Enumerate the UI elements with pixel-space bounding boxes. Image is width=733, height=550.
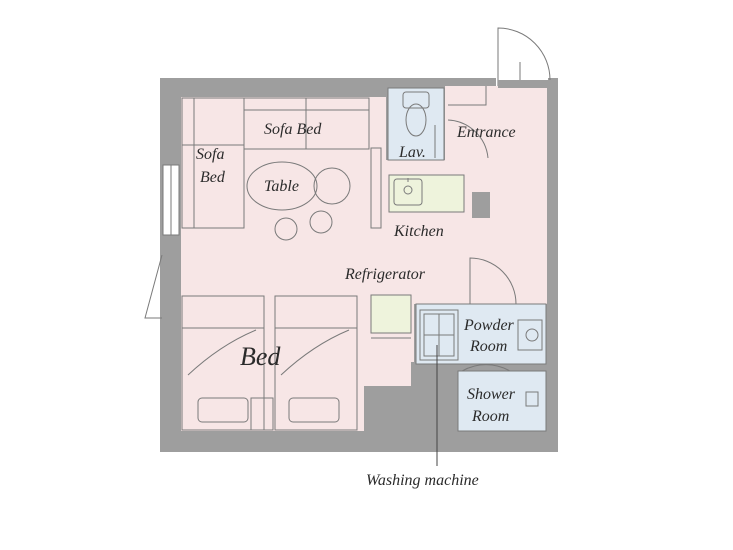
entrance-label: Entrance <box>456 124 516 141</box>
shower-room-label-line1: Shower <box>467 386 516 403</box>
table <box>246 161 351 241</box>
washing-machine-label: Washing machine <box>366 472 479 489</box>
sofa-bed-left <box>181 97 245 229</box>
sofa-bed-top-label: Sofa Bed <box>264 121 322 138</box>
lav-label: Lav. <box>398 144 426 161</box>
table-label: Table <box>264 178 299 195</box>
closet-divider <box>370 147 382 229</box>
kitchen-label: Kitchen <box>393 223 444 240</box>
shower-room <box>457 364 547 432</box>
nightstand <box>250 397 274 431</box>
powder-room-label-line1: Powder <box>463 317 515 334</box>
shower-room-label-line2: Room <box>471 408 509 425</box>
kitchen-counter <box>388 174 490 218</box>
bed-left <box>181 295 265 431</box>
inner-wall-block <box>364 362 458 431</box>
left-window <box>144 164 180 319</box>
powder-room-label-line2: Room <box>469 338 507 355</box>
sofa-bed-left-label-line1: Sofa <box>196 146 224 163</box>
sofa-bed-left-label-line2: Bed <box>200 169 226 186</box>
entrance-door <box>447 27 551 159</box>
lav-room <box>387 87 445 161</box>
refrigerator-label: Refrigerator <box>344 266 426 283</box>
powder-room <box>415 257 547 365</box>
refrigerator <box>370 294 412 339</box>
bed-label: Bed <box>240 342 281 371</box>
bed-right <box>274 295 358 431</box>
